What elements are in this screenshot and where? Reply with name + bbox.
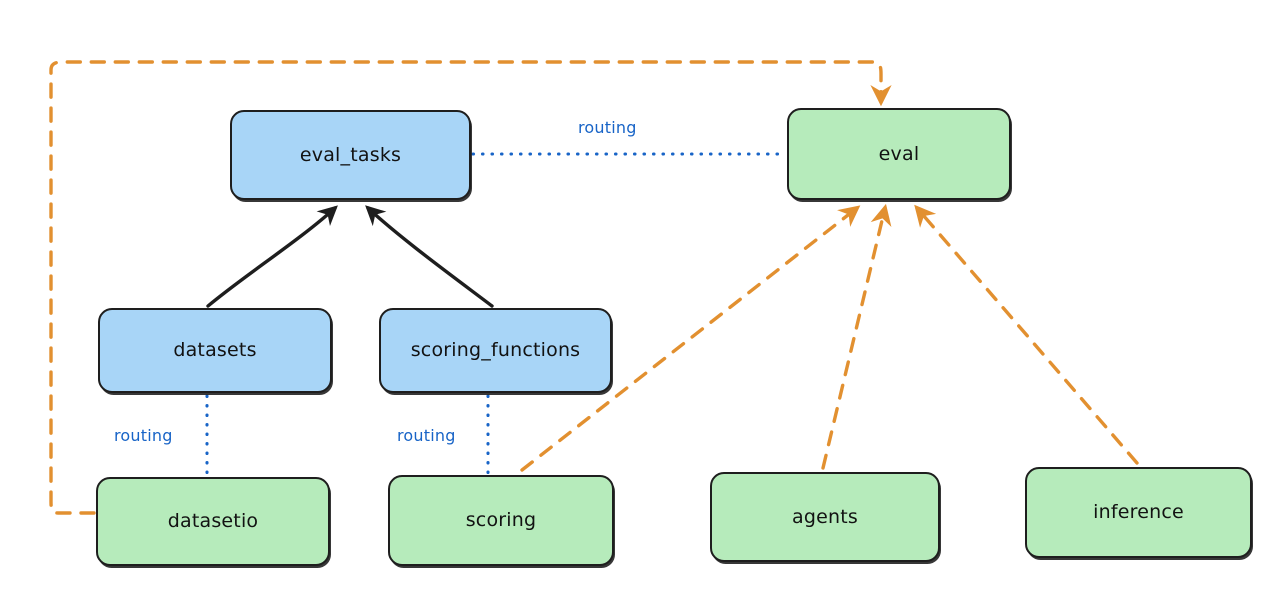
edge-inference-to-eval [914, 204, 1139, 465]
edge-scoring-functions-to-eval-tasks [365, 205, 494, 308]
edge-label-routing-scoring-functions-scoring: routing [397, 426, 456, 445]
node-eval[interactable]: eval [787, 108, 1011, 200]
edge-agents-to-eval [821, 203, 892, 470]
node-scoring-functions[interactable]: scoring_functions [379, 308, 612, 393]
node-datasets[interactable]: datasets [98, 308, 332, 393]
node-eval-tasks[interactable]: eval_tasks [230, 110, 471, 200]
node-label: inference [1093, 501, 1184, 524]
node-label: datasetio [167, 510, 259, 533]
node-scoring[interactable]: scoring [388, 475, 614, 566]
node-label: eval [878, 142, 920, 165]
node-agents[interactable]: agents [710, 472, 940, 562]
edge-label-routing-eval-tasks-eval: routing [578, 118, 637, 137]
edge-label-routing-datasets-datasetio: routing [114, 426, 173, 445]
node-label: scoring [465, 509, 537, 532]
edge-datasets-to-eval-tasks [206, 205, 338, 308]
node-label: eval_tasks [299, 143, 402, 166]
node-label: scoring_functions [410, 339, 581, 362]
node-label: datasets [173, 339, 257, 362]
node-label: agents [792, 505, 858, 528]
node-datasetio[interactable]: datasetio [96, 477, 330, 566]
node-inference[interactable]: inference [1025, 467, 1252, 558]
